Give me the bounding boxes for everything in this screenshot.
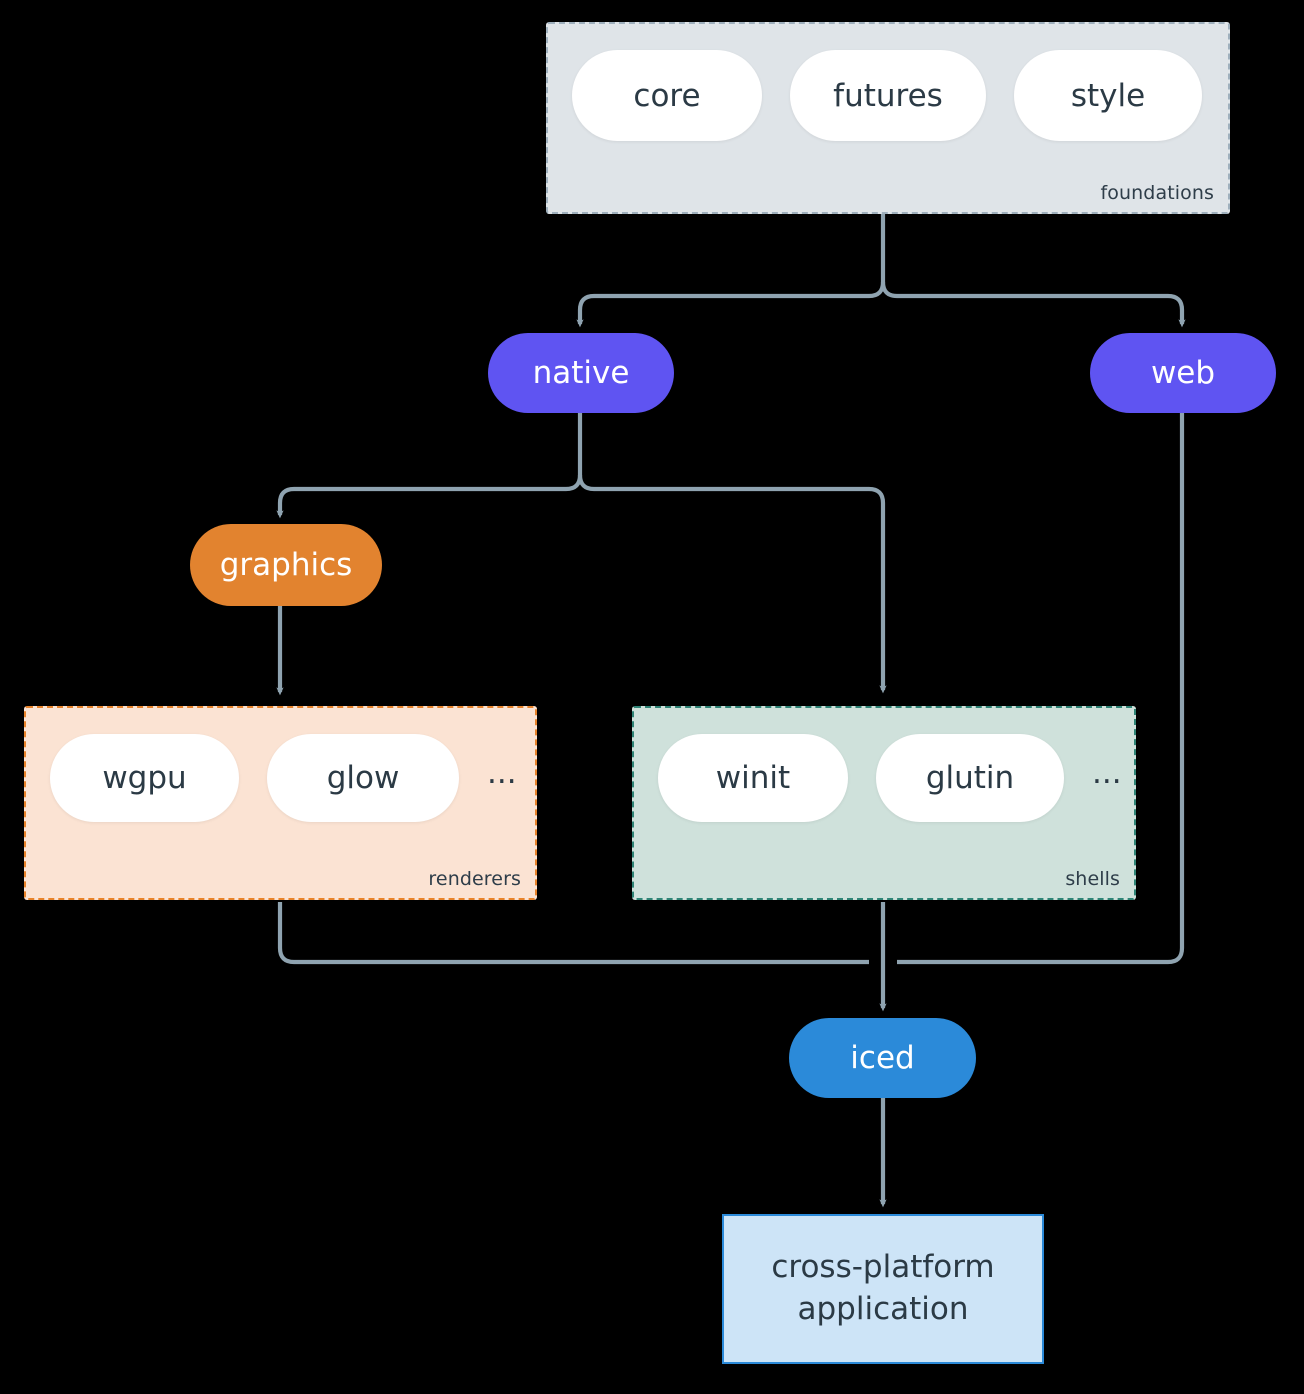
application-label-line2: application [797,1291,969,1327]
node-web[interactable]: web [1090,333,1276,413]
group-label-renderers: renderers [428,868,521,890]
renderers-more-ellipsis: ... [487,754,517,791]
edge-native-graphics [276,474,583,519]
node-cross-platform-application[interactable]: cross-platform application [722,1214,1044,1364]
group-renderers: wgpu glow ... renderers [24,706,537,900]
group-label-shells: shells [1065,868,1120,890]
node-graphics[interactable]: graphics [190,524,382,606]
foundations-items: core futures style [572,50,1202,141]
edge-native-shells [577,474,887,694]
renderers-items: wgpu glow ... [50,734,517,822]
node-native[interactable]: native [488,333,674,413]
pill-style[interactable]: style [1014,50,1202,141]
node-iced[interactable]: iced [789,1018,976,1098]
application-label-line1: cross-platform [771,1249,995,1286]
pill-glutin[interactable]: glutin [876,734,1064,822]
edge-foundations-native [576,281,886,328]
pill-futures[interactable]: futures [790,50,986,141]
pill-wgpu[interactable]: wgpu [50,734,239,822]
shells-more-ellipsis: ... [1092,754,1122,791]
group-foundations: core futures style foundations [546,22,1230,214]
pill-core[interactable]: core [572,50,762,141]
group-label-foundations: foundations [1100,182,1214,204]
group-shells: winit glutin ... shells [632,706,1136,900]
edge-renderers-iced [277,902,869,965]
edge-foundations-web [880,281,1186,328]
pill-winit[interactable]: winit [658,734,848,822]
shells-items: winit glutin ... [658,734,1122,822]
pill-glow[interactable]: glow [267,734,459,822]
